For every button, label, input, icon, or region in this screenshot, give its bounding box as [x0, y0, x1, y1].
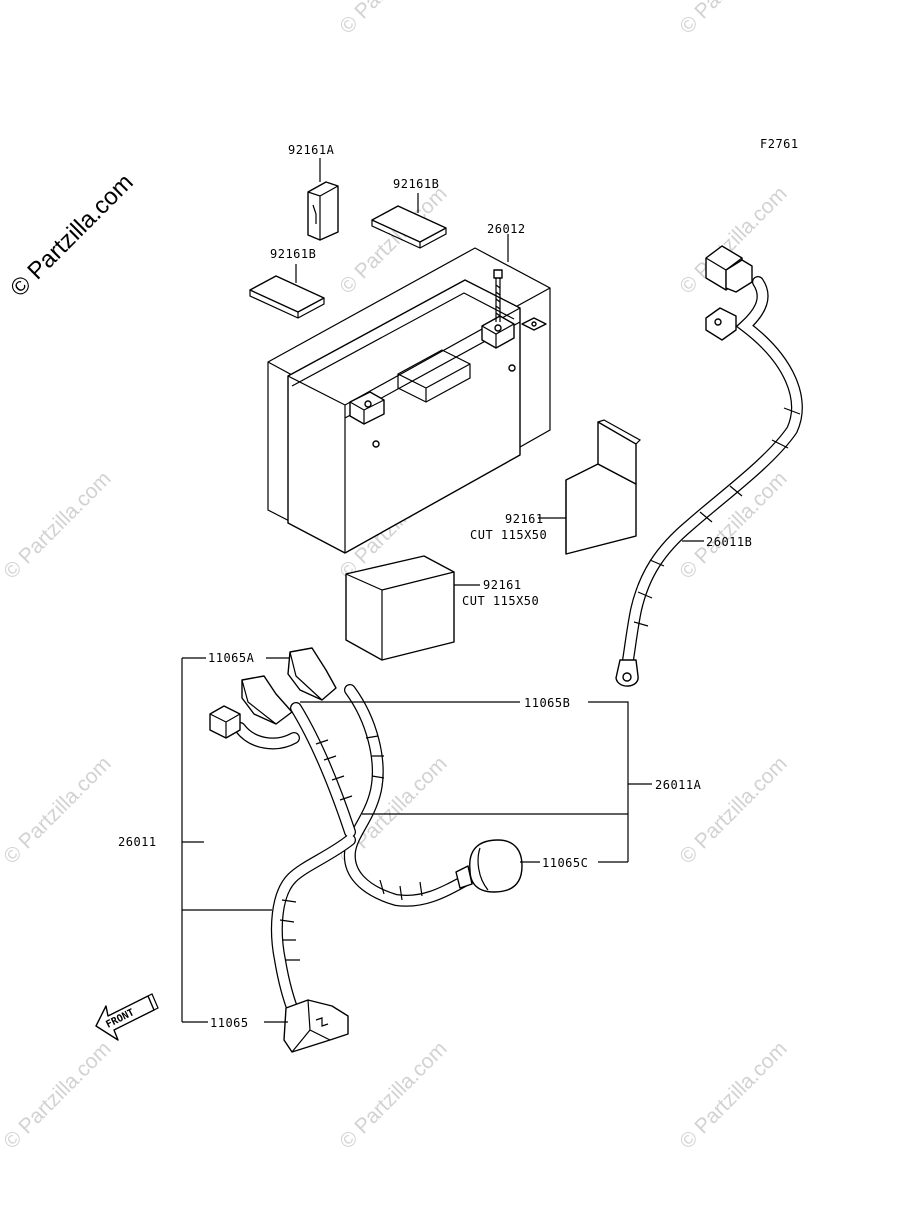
pad-92161-left	[345, 555, 455, 661]
pad-92161b-top	[371, 205, 447, 249]
watermark: © Partzilla.com	[675, 752, 791, 868]
label-92161b-top: 92161B	[393, 177, 439, 191]
label-92161b-left: 92161B	[270, 247, 316, 261]
label-92161-left: 92161	[483, 578, 522, 592]
pad-92161b-left	[249, 275, 325, 319]
partzilla-logo: © Partzilla.com	[5, 169, 138, 302]
front-arrow-icon: FRONT	[95, 993, 159, 1041]
label-26012: 26012	[487, 222, 526, 236]
note-92161-right: CUT 115X50	[470, 528, 547, 542]
cable-harness-26011	[209, 647, 523, 1053]
watermark: © Partzilla.com	[0, 1037, 116, 1153]
label-26011a: 26011A	[655, 778, 702, 792]
label-11065: 11065	[210, 1016, 249, 1030]
pad-92161-right	[565, 419, 641, 555]
figure-id: F2761	[760, 137, 799, 151]
label-11065b: 11065B	[524, 696, 570, 710]
label-26011: 26011	[118, 835, 157, 849]
watermark: © Partzilla.com	[675, 0, 791, 39]
watermark: © Partzilla.com	[0, 752, 116, 868]
harness-leaders	[181, 657, 652, 1023]
pad-92161a	[307, 181, 339, 241]
cable-26011b	[615, 245, 803, 687]
label-92161-right: 92161	[505, 512, 544, 526]
label-92161a: 92161A	[288, 143, 335, 157]
watermark: © Partzilla.com	[0, 467, 116, 583]
label-26011b: 26011B	[706, 535, 752, 549]
watermark: © Partzilla.com	[675, 1037, 791, 1153]
label-11065a: 11065A	[208, 651, 255, 665]
note-92161-left: CUT 115X50	[462, 594, 539, 608]
watermark: © Partzilla.com	[335, 1037, 451, 1153]
label-11065c: 11065C	[542, 856, 588, 870]
watermark: © Partzilla.com	[335, 0, 451, 39]
battery-26012	[267, 247, 551, 554]
